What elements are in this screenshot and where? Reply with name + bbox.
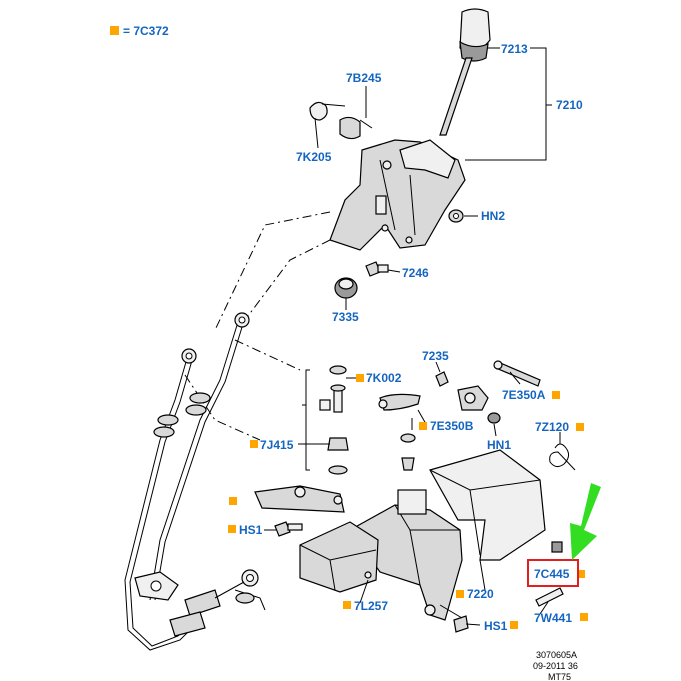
highlight <box>527 483 601 587</box>
highlight-box <box>527 559 579 587</box>
legend-markers <box>228 374 588 629</box>
label-hn2: HN2 <box>481 209 505 223</box>
highlight-arrow <box>570 483 601 560</box>
bolt-stack <box>302 365 349 475</box>
label-hs1-upper: HS1 <box>239 523 263 537</box>
legend-text: = 7C372 <box>123 24 169 38</box>
label-7l257: 7L257 <box>354 599 388 613</box>
linkage-parts <box>378 360 541 471</box>
label-7246: 7246 <box>402 266 429 280</box>
label-7c445: 7C445 <box>534 567 570 581</box>
label-7e350a: 7E350A <box>502 388 546 402</box>
shift-cables <box>124 312 266 651</box>
footer-line-3: MT75 <box>548 672 571 681</box>
footer-reference: 3070605A 09-2011 36 MT75 <box>533 650 578 681</box>
part-7c445 <box>551 541 563 553</box>
leader-lines <box>264 47 561 626</box>
callout-labels: 7213 7210 7B245 7K205 HN2 7246 7335 7235… <box>239 42 583 633</box>
gear-lever-rod <box>439 57 473 136</box>
routing-lines <box>184 211 331 441</box>
gear-lever-assembly <box>309 8 491 251</box>
label-hn1: HN1 <box>487 438 511 452</box>
label-7b245: 7B245 <box>346 71 382 85</box>
footer-line-2: 09-2011 36 <box>533 661 578 671</box>
label-7213: 7213 <box>501 42 528 56</box>
label-7335: 7335 <box>332 310 359 324</box>
spring-clip-7z120 <box>549 443 576 471</box>
label-7k002: 7K002 <box>366 371 402 385</box>
label-7220: 7220 <box>467 587 494 601</box>
footer-line-1: 3070605A <box>536 650 577 660</box>
bolt-7246 <box>365 261 389 277</box>
label-7210: 7210 <box>556 98 583 112</box>
label-7235: 7235 <box>422 349 449 363</box>
label-hs1-lower: HS1 <box>484 619 508 633</box>
label-7k205: 7K205 <box>296 150 332 164</box>
label-7z120: 7Z120 <box>535 420 569 434</box>
nut-hn2 <box>448 209 464 223</box>
label-7e350b: 7E350B <box>430 419 474 433</box>
shifter-base-7220 <box>254 449 564 633</box>
label-7j415: 7J415 <box>260 438 294 452</box>
legend: = 7C372 <box>110 24 169 38</box>
label-7w441: 7W441 <box>534 611 572 625</box>
spring-clip <box>309 101 328 121</box>
bush-7335 <box>334 277 358 299</box>
pivot-bushing <box>339 116 361 140</box>
legend-marker <box>110 26 119 35</box>
